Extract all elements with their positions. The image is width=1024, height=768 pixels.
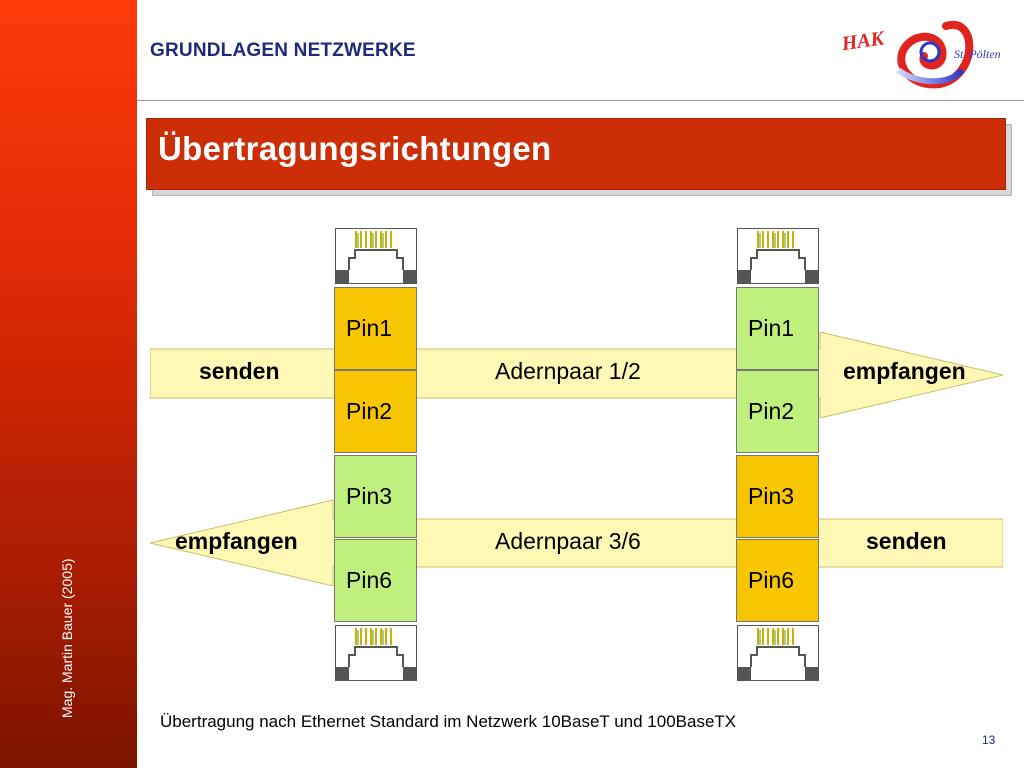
title-bar — [146, 118, 1006, 190]
header-divider — [137, 100, 1024, 101]
logo-text-right: St. Pölten — [954, 47, 1001, 61]
sidebar — [0, 0, 137, 768]
top-center-label: Adernpaar 1/2 — [495, 358, 641, 384]
page-number: 13 — [982, 733, 996, 747]
left-pin-1: Pin1 — [334, 287, 417, 370]
bottom-left-label: empfangen — [175, 528, 298, 554]
left-pin-6: Pin6 — [334, 539, 417, 622]
rj45-jack-icon — [335, 625, 417, 681]
right-pin-6: Pin6 — [736, 539, 819, 622]
header-title: GRUNDLAGEN NETZWERKE — [150, 40, 416, 61]
slide-title: Übertragungsrichtungen — [158, 130, 552, 167]
bottom-right-label: senden — [866, 528, 947, 554]
bottom-center-label: Adernpaar 3/6 — [495, 528, 641, 554]
logo-text-left: HAK — [839, 27, 887, 55]
left-pin-2: Pin2 — [334, 370, 417, 453]
rj45-jack-icon — [737, 625, 819, 681]
right-pin-1: Pin1 — [736, 287, 819, 370]
rj45-jack-icon — [737, 228, 819, 284]
right-pin-2: Pin2 — [736, 370, 819, 453]
left-pin-3: Pin3 — [334, 455, 417, 538]
author-credit: Mag. Martin Bauer (2005) — [59, 558, 75, 718]
right-pin-3: Pin3 — [736, 455, 819, 538]
top-right-label: empfangen — [843, 358, 966, 384]
rj45-jack-icon — [335, 228, 417, 284]
school-logo: HAK St. Pölten — [839, 20, 1001, 89]
top-left-label: senden — [199, 358, 280, 384]
slide-caption: Übertragung nach Ethernet Standard im Ne… — [160, 712, 737, 731]
